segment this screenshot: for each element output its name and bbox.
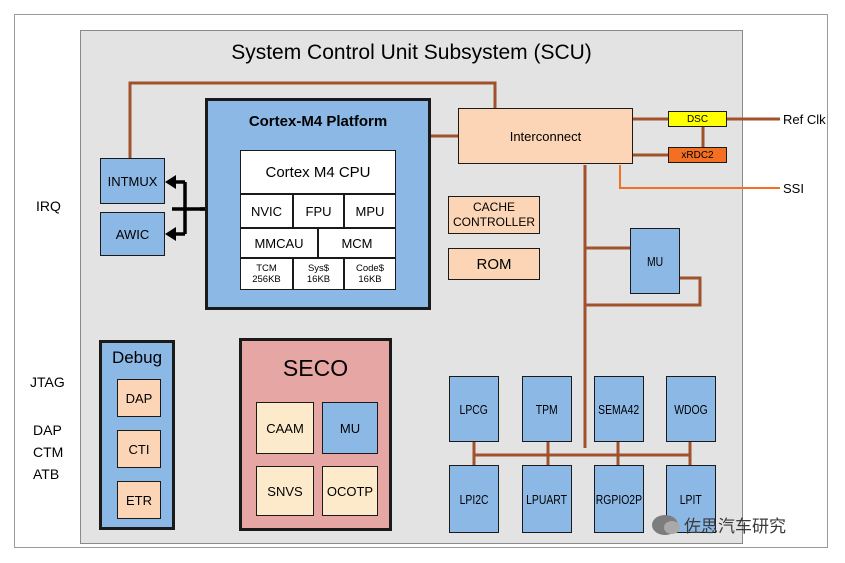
tpm-label: TPM [536,401,558,417]
irq-label: IRQ [36,198,61,214]
ocotp-block: OCOTP [322,466,378,516]
cti-block: CTI [117,430,161,468]
rgpio2p-block: RGPIO2P [594,465,644,533]
scu-title: System Control Unit Subsystem (SCU) [231,41,592,64]
mmcau-block: MMCAU [240,228,318,258]
mu-block: MU [630,228,680,294]
wdog-block: WDOG [666,376,716,442]
seco-mu-block: MU [322,402,378,454]
ssi-wire [619,165,780,189]
cache-controller-line2: CONTROLLER [452,215,535,229]
debug-title: Debug [111,348,163,367]
tcm-size: 256KB [252,274,281,285]
cache-controller-block: CACHE CONTROLLER [448,196,540,234]
caam-block: CAAM [256,402,314,454]
code-cache-label: Code$ [356,263,384,274]
fpu-block: FPU [293,194,344,228]
tcm-block: TCM 256KB [240,258,293,290]
peripheral-bus-upper [472,448,692,457]
intmux-block: INTMUX [100,158,165,204]
lpit-label: LPIT [680,491,702,507]
lpuart-block: LPUART [522,465,572,533]
jtag-label: JTAG [30,374,65,390]
interconnect-block: Interconnect [458,108,633,164]
dap-block: DAP [117,379,161,417]
xrdc2-block: xRDC2 [668,147,727,163]
wdog-label: WDOG [674,401,708,417]
sys-cache-label: Sys$ [307,263,330,274]
lpcg-label: LPCG [459,401,489,417]
rgpio2p-label: RGPIO2P [595,491,643,507]
lpcg-block: LPCG [449,376,499,442]
mu-return-wire [585,276,702,307]
sys-cache-block: Sys$ 16KB [293,258,344,290]
mpu-block: MPU [344,194,396,228]
cache-controller-line1: CACHE [472,200,515,214]
ssi-label: SSI [783,181,804,196]
ctm-label: CTM [33,444,64,460]
sema42-label: SEMA42 [598,401,640,417]
tpm-block: TPM [522,376,572,442]
lpuart-label: LPUART [526,491,568,507]
etr-block: ETR [117,481,161,519]
lpi2c-block: LPI2C [449,465,499,533]
rom-block: ROM [448,248,540,280]
platform-title: Cortex-M4 Platform [248,113,388,130]
irq-bus-wire [128,81,497,158]
watermark-text: 佐思汽车研究 [684,517,786,536]
snvs-block: SNVS [256,466,314,516]
sys-cache-size: 16KB [306,274,331,285]
mcm-block: MCM [318,228,396,258]
ref-clk-label: Ref Clk [783,112,826,127]
watermark: 佐思汽车研究 [652,512,786,537]
tcm-label: TCM [256,263,277,274]
awic-block: AWIC [100,212,165,256]
wechat-icon [652,514,680,535]
atb-label: ATB [33,466,60,482]
arrow-to-intmux [165,175,176,189]
nvic-block: NVIC [240,194,293,228]
code-cache-size: 16KB [358,274,382,285]
lpit-block: LPIT [666,465,716,533]
mu-label: MU [646,253,664,269]
seco-title: SECO [282,355,349,381]
dap-ext-label: DAP [33,422,62,438]
diagram-frame [14,14,828,548]
arrow-to-awic [165,227,176,241]
lpi2c-label: LPI2C [459,491,489,507]
dsc-block: DSC [668,111,727,127]
cpu-block: Cortex M4 CPU [240,150,396,194]
code-cache-block: Code$ 16KB [344,258,396,290]
sema42-block: SEMA42 [594,376,644,442]
